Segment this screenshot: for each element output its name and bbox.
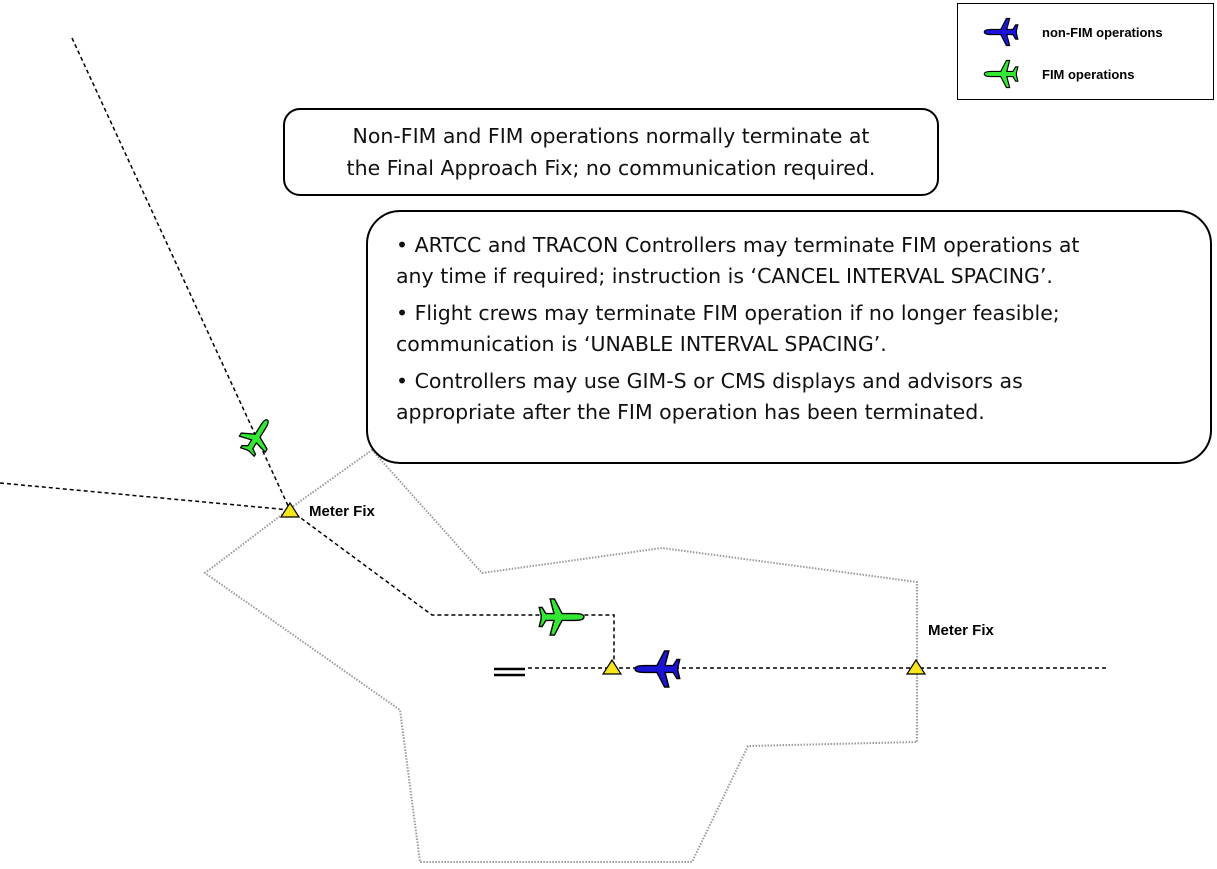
bullet-line: • Controllers may use GIM-S or CMS displ… xyxy=(396,369,1023,393)
route-merge-to-final xyxy=(289,509,615,668)
legend-item-fim: FIM operations xyxy=(980,58,1134,90)
bullet-line: • Flight crews may terminate FIM operati… xyxy=(396,301,1060,325)
legend-label: FIM operations xyxy=(1042,66,1135,82)
runway-icon xyxy=(494,667,525,677)
meter-fix-left-marker xyxy=(279,501,301,518)
airspace-boundary xyxy=(203,448,918,863)
bullet-line: communication is ‘UNABLE INTERVAL SPACIN… xyxy=(396,332,887,356)
callout-line: the Final Approach Fix; no communication… xyxy=(346,156,876,180)
fim-aircraft-icon xyxy=(538,598,585,636)
bullet-line: • ARTCC and TRACON Controllers may termi… xyxy=(396,233,1080,257)
airplane-icon xyxy=(983,17,1019,47)
bullet-line: appropriate after the FIM operation has … xyxy=(396,400,985,424)
bullet-post-termination-tools: • Controllers may use GIM-S or CMS displ… xyxy=(396,366,1198,428)
final-approach-fix-marker xyxy=(601,658,623,675)
non-fim-aircraft-icon xyxy=(634,650,681,688)
bullet-line: any time if required; instruction is ‘CA… xyxy=(396,264,1053,288)
legend-item-non-fim: non-FIM operations xyxy=(980,16,1163,48)
meter-fix-right-marker xyxy=(905,658,927,675)
bullet-flight-crew-termination: • Flight crews may terminate FIM operati… xyxy=(396,298,1198,360)
meter-fix-left-label: Meter Fix xyxy=(309,503,375,520)
bullet-controller-termination: • ARTCC and TRACON Controllers may termi… xyxy=(396,230,1198,292)
legend-label: non-FIM operations xyxy=(1042,24,1163,40)
callout-line: Non-FIM and FIM operations normally term… xyxy=(352,124,870,148)
airplane-icon xyxy=(983,59,1019,89)
fim-aircraft-icon xyxy=(233,411,281,461)
callout-normal-termination: Non-FIM and FIM operations normally term… xyxy=(283,108,939,196)
route-northwest xyxy=(71,37,291,511)
callout-termination-rules: • ARTCC and TRACON Controllers may termi… xyxy=(366,210,1212,464)
meter-fix-right-label: Meter Fix xyxy=(928,622,994,639)
route-west xyxy=(0,482,291,511)
legend: non-FIM operations FIM operations xyxy=(957,3,1214,100)
